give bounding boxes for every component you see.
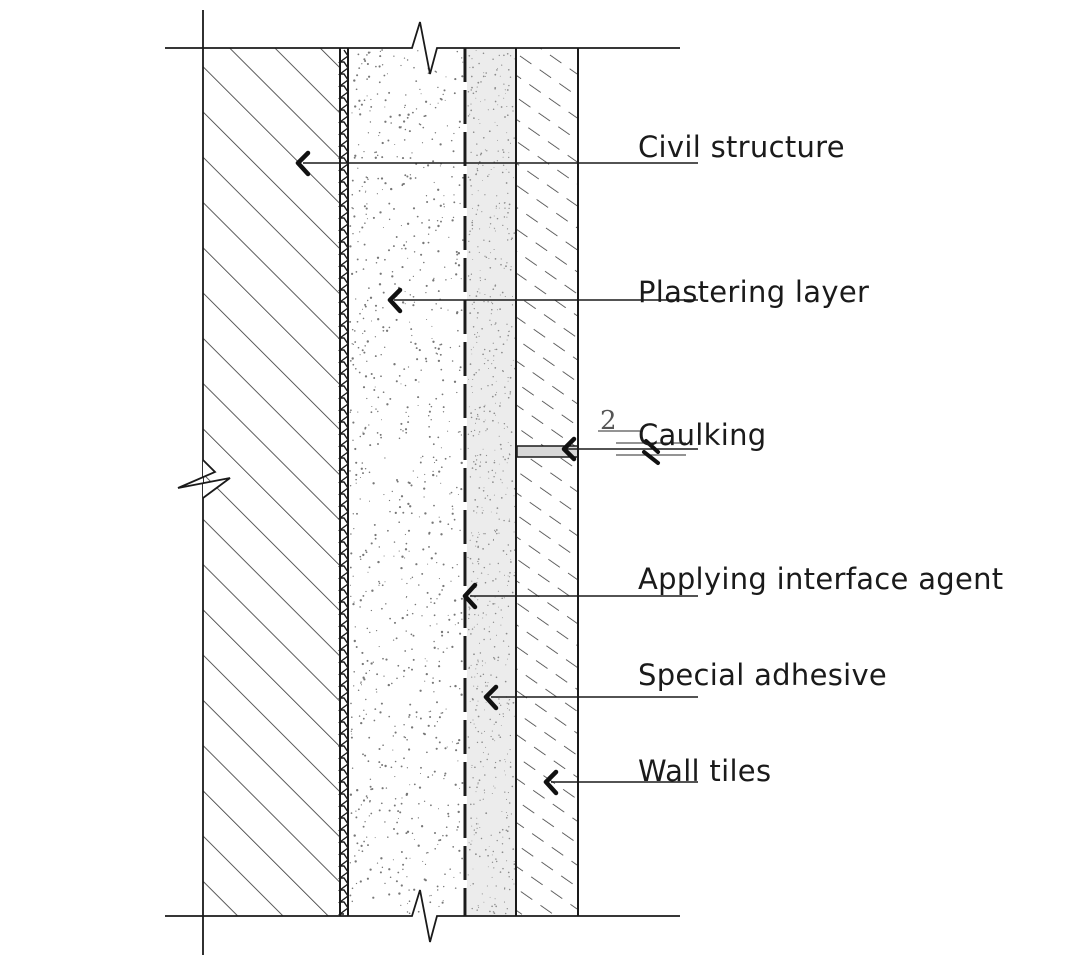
arrow-caulking [561,436,577,462]
adhesive-band [467,48,516,916]
left-break-symbol [177,459,231,499]
arrow-civil-structure [295,150,311,177]
bottom-section-line [165,889,680,943]
label-interface-agent: Applying interface agent [638,562,1004,596]
arrow-wall-tiles [543,769,559,796]
label-wall-tiles: Wall tiles [638,754,772,788]
caulking-tick-mark [642,439,660,465]
label-special-adhesive: Special adhesive [638,658,888,692]
mesh-zigzag [337,49,349,915]
arrow-interface-agent [462,582,478,610]
label-plastering-layer: Plastering layer [638,275,870,309]
arrow-special-adhesive [483,684,499,711]
arrow-plastering-layer [387,287,403,314]
label-caulking: Caulking [638,418,767,452]
caulking-note: 2 [600,406,617,436]
adhesive-texture [467,50,516,915]
label-civil-structure: Civil structure [638,130,845,164]
top-section-line [165,21,680,75]
leader-arrowheads [295,150,577,796]
wall-tiles-hatch-lower [517,457,578,916]
leader-lines [303,162,698,783]
wall-tiles-hatch [517,48,578,446]
plastering-layer-texture [349,49,464,915]
